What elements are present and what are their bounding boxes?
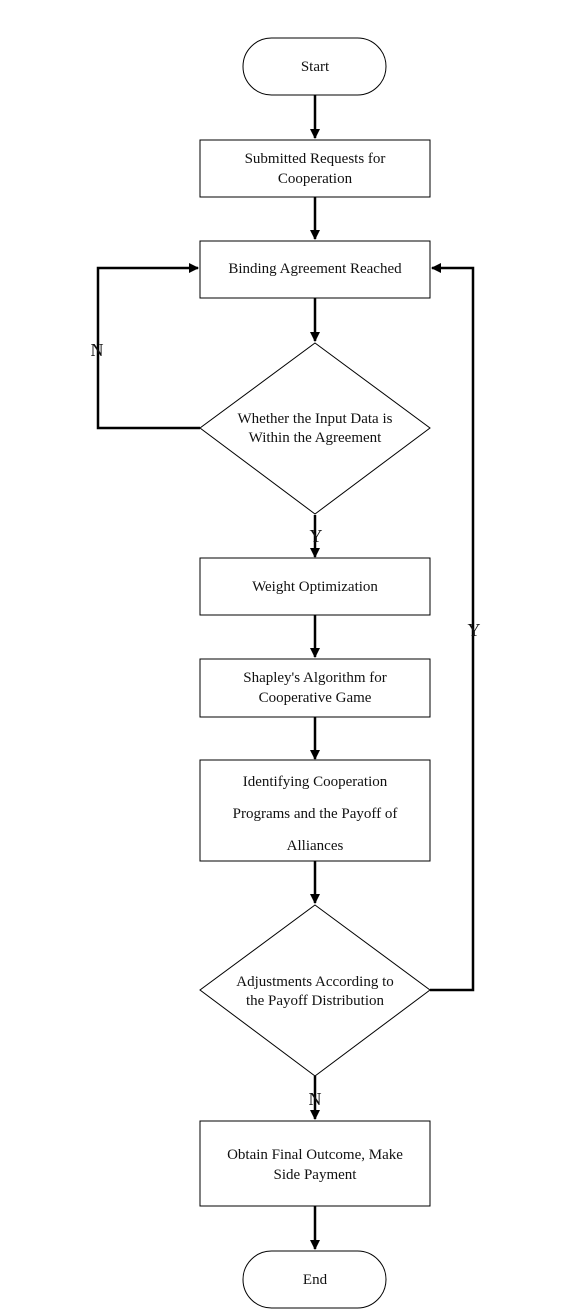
whether-decision-diamond <box>199 342 431 515</box>
whether-label-line-1: Whether the Input Data is <box>238 411 393 427</box>
end-label: End <box>303 1272 328 1288</box>
weight-label: Weight Optimization <box>252 579 378 595</box>
adjust-label-line-1: Adjustments According to <box>236 974 394 990</box>
obtain-label-line-2: Side Payment <box>274 1167 358 1183</box>
whether-no-label: N <box>91 340 104 360</box>
start-label: Start <box>301 59 330 75</box>
shapley-label-line-2: Cooperative Game <box>259 690 372 706</box>
identify-label-line-1: Identifying Cooperation <box>243 774 388 790</box>
node-labels: Start Submitted Requests for Cooperation… <box>227 59 403 1288</box>
end-terminal <box>242 1250 387 1309</box>
binding-process-box <box>199 240 431 299</box>
shapley-label-line-1: Shapley's Algorithm for <box>243 670 387 686</box>
connectors <box>96 95 475 1250</box>
shapes <box>199 37 431 1309</box>
adjust-label-line-2: the Payoff Distribution <box>246 993 385 1009</box>
start-terminal <box>242 37 387 96</box>
whether-yes-label: Y <box>310 526 323 546</box>
whether-label-line-2: Within the Agreement <box>249 430 383 446</box>
weight-process-box <box>199 557 431 616</box>
adjust-decision-diamond <box>199 904 431 1077</box>
submit-process-box <box>199 139 431 198</box>
arrow-whether-no-loop <box>96 263 200 430</box>
binding-label: Binding Agreement Reached <box>228 261 402 277</box>
identify-label-line-3: Alliances <box>287 838 344 854</box>
obtain-label-line-1: Obtain Final Outcome, Make <box>227 1147 403 1163</box>
submit-label-line-1: Submitted Requests for <box>245 151 386 167</box>
obtain-process-box <box>199 1120 431 1207</box>
arrow-adjust-yes-loop <box>430 263 475 992</box>
adjust-no-label: N <box>309 1089 322 1109</box>
submit-label-line-2: Cooperation <box>278 171 353 187</box>
edge-labels: N Y Y N <box>91 340 481 1109</box>
identify-process-box <box>199 759 431 862</box>
shapley-process-box <box>199 658 431 718</box>
adjust-yes-label: Y <box>468 620 481 640</box>
identify-label-line-2: Programs and the Payoff of <box>233 806 398 822</box>
